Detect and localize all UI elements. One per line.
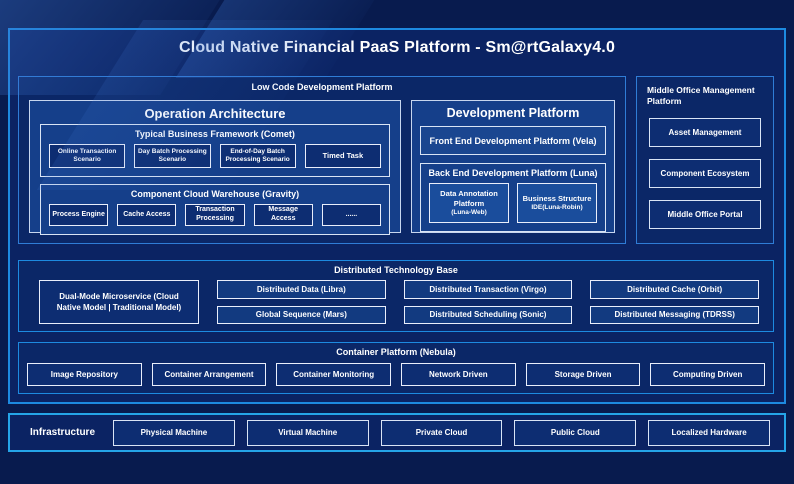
- low-code-content-row: Operation Architecture Typical Business …: [29, 100, 615, 235]
- distributed-grid: Distributed Data (Libra) Distributed Tra…: [217, 280, 759, 324]
- node-online-transaction-scenario: Online Transaction Scenario: [49, 144, 126, 168]
- low-code-development-platform-section: Low Code Development Platform Operation …: [18, 76, 626, 244]
- node-network-driven: Network Driven: [401, 363, 516, 386]
- node-global-sequence: Global Sequence (Mars): [217, 305, 386, 324]
- middle-office-section-title: Middle Office Management Platform: [647, 85, 755, 107]
- typical-business-framework-box: Typical Business Framework (Comet) Onlin…: [40, 124, 390, 177]
- back-end-development-platform-title: Back End Development Platform (Luna): [428, 168, 598, 178]
- node-localized-hardware: Localized Hardware: [648, 419, 770, 446]
- node-distributed-transaction: Distributed Transaction (Virgo): [403, 280, 573, 299]
- node-dual-mode-microservice: Dual-Mode Microservice (Cloud Native Mod…: [39, 280, 199, 324]
- component-cloud-warehouse-box: Component Cloud Warehouse (Gravity) Proc…: [40, 184, 390, 235]
- gravity-leaf-row: Process Engine Cache Access Transaction …: [49, 204, 382, 226]
- operation-architecture-box: Operation Architecture Typical Business …: [29, 100, 401, 235]
- node-computing-driven: Computing Driven: [650, 363, 766, 386]
- node-distributed-cache: Distributed Cache (Orbit): [590, 280, 759, 299]
- main-panel: Cloud Native Financial PaaS Platform - S…: [8, 28, 786, 404]
- low-code-section-title: Low Code Development Platform: [251, 82, 393, 92]
- node-container-arrangement: Container Arrangement: [151, 363, 267, 386]
- node-component-ecosystem: Component Ecosystem: [649, 158, 761, 188]
- data-annotation-platform-name: Data Annotation Platform: [440, 189, 498, 208]
- development-platform-title: Development Platform: [446, 106, 580, 120]
- component-cloud-warehouse-title: Component Cloud Warehouse (Gravity): [130, 189, 300, 199]
- business-structure-ide-code: IDE(Luna-Robin): [531, 203, 583, 211]
- distributed-content-row: Dual-Mode Microservice (Cloud Native Mod…: [39, 280, 759, 324]
- node-message-access: Message Access: [253, 204, 313, 226]
- node-storage-driven: Storage Driven: [525, 363, 641, 386]
- node-public-cloud: Public Cloud: [514, 419, 637, 446]
- node-business-structure-ide: Business Structure IDE(Luna-Robin): [517, 183, 597, 223]
- node-middle-office-portal: Middle Office Portal: [649, 199, 761, 229]
- node-day-batch-processing-scenario: Day Batch Processing Scenario: [134, 144, 211, 168]
- container-platform-section: Container Platform (Nebula) Image Reposi…: [18, 342, 774, 394]
- data-annotation-platform-code: (Luna-Web): [451, 208, 487, 216]
- node-virtual-machine: Virtual Machine: [246, 419, 369, 446]
- node-container-monitoring: Container Monitoring: [276, 363, 392, 386]
- comet-leaf-row: Online Transaction Scenario Day Batch Pr…: [49, 144, 381, 168]
- distributed-technology-base-section: Distributed Technology Base Dual-Mode Mi…: [18, 260, 774, 332]
- container-platform-title: Container Platform (Nebula): [336, 347, 456, 357]
- node-distributed-scheduling: Distributed Scheduling (Sonic): [403, 305, 573, 324]
- node-distributed-data: Distributed Data (Libra): [217, 280, 386, 299]
- container-content-row: Image Repository Container Arrangement C…: [27, 363, 766, 386]
- node-image-repository: Image Repository: [27, 363, 142, 386]
- node-front-end-development-platform: Front End Development Platform (Vela): [420, 126, 606, 155]
- node-transaction-processing: Transaction Processing: [185, 204, 245, 226]
- development-platform-box: Development Platform Front End Developme…: [411, 100, 615, 233]
- node-private-cloud: Private Cloud: [380, 419, 503, 446]
- operation-architecture-title: Operation Architecture: [144, 106, 286, 121]
- middle-office-management-platform-section: Middle Office Management Platform Asset …: [636, 76, 774, 244]
- node-timed-task: Timed Task: [304, 144, 381, 168]
- node-asset-management: Asset Management: [649, 117, 761, 147]
- node-ellipsis: ......: [321, 204, 382, 226]
- node-physical-machine: Physical Machine: [113, 419, 235, 446]
- distributed-section-title: Distributed Technology Base: [334, 265, 458, 275]
- infrastructure-label: Infrastructure: [30, 427, 96, 438]
- infrastructure-section: Infrastructure Physical Machine Virtual …: [8, 413, 786, 452]
- business-structure-ide-name: Business Structure: [522, 193, 592, 203]
- node-distributed-messaging: Distributed Messaging (TDRSS): [590, 305, 759, 324]
- back-end-leaf-row: Data Annotation Platform (Luna-Web) Busi…: [429, 183, 597, 223]
- node-process-engine: Process Engine: [49, 204, 109, 226]
- node-cache-access: Cache Access: [117, 204, 177, 226]
- node-end-of-day-batch-processing-scenario: End-of-Day Batch Processing Scenario: [219, 144, 296, 168]
- typical-business-framework-title: Typical Business Framework (Comet): [135, 129, 295, 139]
- back-end-development-platform-box: Back End Development Platform (Luna) Dat…: [420, 163, 606, 232]
- node-data-annotation-platform: Data Annotation Platform (Luna-Web): [429, 183, 509, 223]
- page-title: Cloud Native Financial PaaS Platform - S…: [178, 39, 616, 56]
